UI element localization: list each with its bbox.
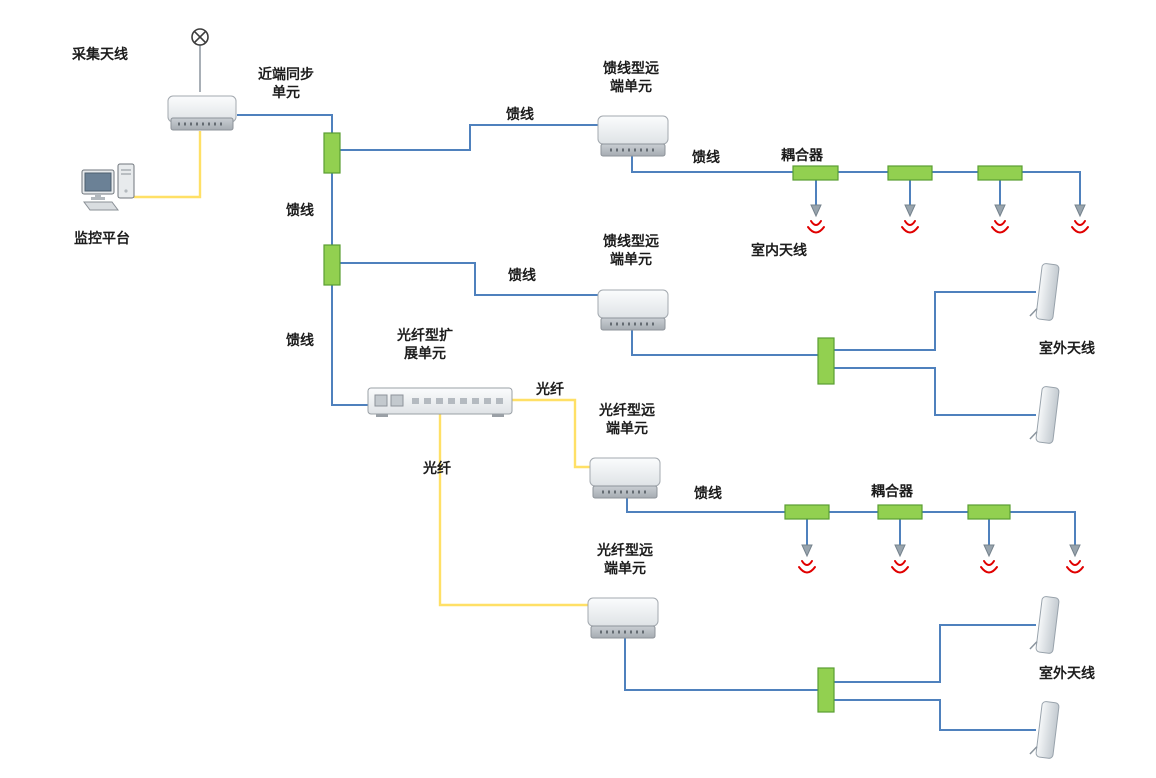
coupler-unit: [877, 504, 923, 520]
label-fiber: 光纤: [423, 461, 451, 477]
label-near-sync-unit: 近端同步单元: [258, 67, 314, 101]
label-feeder-remote-unit: 馈线型远端单元: [603, 61, 659, 95]
label-fiber-remote-unit: 光纤型远端单元: [597, 543, 653, 577]
feeder-remote-unit-device: [597, 289, 669, 331]
outdoor-antenna-icon: [1029, 596, 1060, 654]
label-fiber-remote-unit: 光纤型远端单元: [599, 403, 655, 437]
label-outdoor-antenna: 室外天线: [1039, 341, 1095, 357]
indoor-antenna-icon: [980, 544, 998, 574]
label-coupler: 耦合器: [781, 148, 823, 164]
label-feeder: 馈线: [694, 486, 722, 502]
coupler-unit: [967, 504, 1011, 520]
outdoor-antenna-icon: [1029, 263, 1060, 321]
fiber-remote-unit-device: [589, 457, 661, 499]
label-monitor-platform: 监控平台: [74, 231, 130, 247]
indoor-antenna-icon: [798, 544, 816, 574]
fiber-remote-unit-device: [587, 597, 659, 639]
indoor-antenna-icon: [991, 204, 1009, 234]
coupler-unit: [784, 504, 830, 520]
splitter-unit: [817, 667, 835, 713]
label-outdoor-antenna: 室外天线: [1039, 666, 1095, 682]
label-feeder: 馈线: [508, 268, 536, 284]
label-fiber: 光纤: [536, 382, 564, 398]
label-coupler: 耦合器: [871, 484, 913, 500]
indoor-antenna-icon: [891, 544, 909, 574]
fiber-lines-path: [134, 131, 590, 607]
label-feeder: 馈线: [692, 150, 720, 166]
fiber-expansion-unit-device: [367, 387, 513, 417]
feeder-lines-path: [237, 114, 1081, 731]
outdoor-antenna-icon: [1029, 386, 1060, 444]
label-collect-antenna: 采集天线: [72, 47, 128, 63]
collect-antenna-icon: [191, 28, 209, 46]
label-feeder: 馈线: [286, 203, 314, 219]
label-indoor-antenna: 室内天线: [751, 243, 807, 259]
label-feeder-remote-unit: 馈线型远端单元: [603, 234, 659, 268]
indoor-antenna-icon: [901, 204, 919, 234]
indoor-antenna-icon: [807, 204, 825, 234]
splitter-unit: [817, 337, 835, 385]
splitter-unit: [323, 244, 341, 286]
splitter-unit: [323, 132, 341, 174]
indoor-antenna-icon: [1066, 544, 1084, 574]
coupler-unit: [977, 165, 1023, 181]
coupler-unit: [792, 165, 839, 181]
feeder-remote-unit-device: [597, 115, 669, 157]
indoor-antenna-icon: [1071, 204, 1089, 234]
coupler-unit: [887, 165, 933, 181]
label-feeder: 馈线: [506, 107, 534, 123]
near-sync-unit-device: [167, 95, 237, 131]
label-feeder: 馈线: [286, 333, 314, 349]
outdoor-antenna-icon: [1029, 701, 1060, 759]
monitor-platform-computer: [81, 163, 135, 211]
label-fiber-expansion-unit: 光纤型扩展单元: [397, 328, 453, 362]
